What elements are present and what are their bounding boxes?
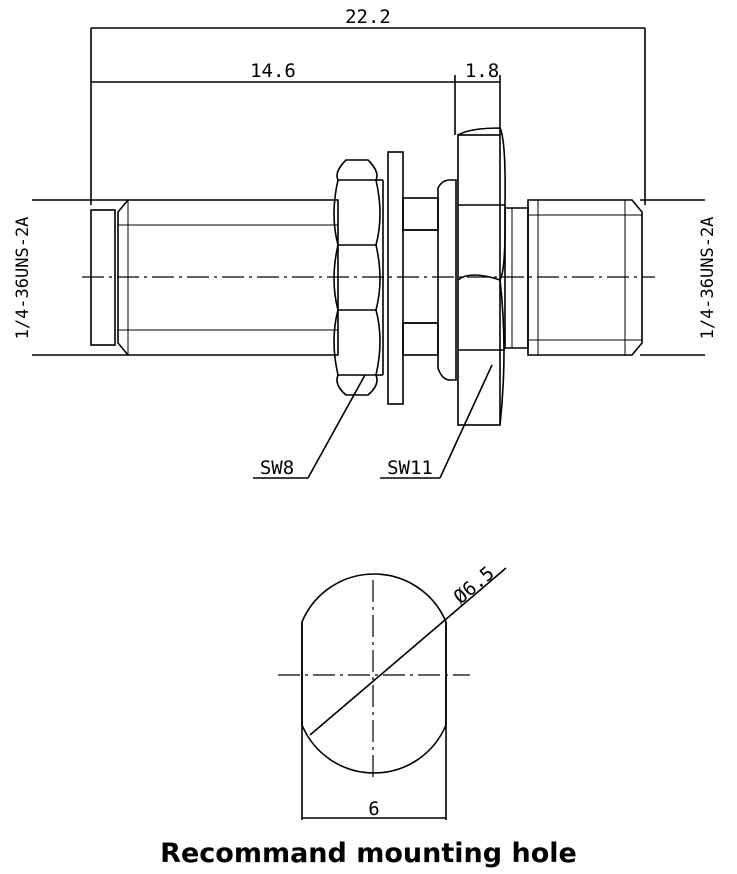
thread-callout-left: 1/4-36UNS-2A <box>13 217 33 340</box>
neck <box>504 207 529 349</box>
dim-overall-length: 22.2 <box>345 6 391 28</box>
hex-flange-sw11 <box>457 127 506 426</box>
middle-collar <box>402 179 457 381</box>
dim-flange-thickness: 1.8 <box>465 60 499 82</box>
washer <box>387 151 404 405</box>
label-nut-sw11: SW11 <box>387 457 433 479</box>
dim-hole-flat-width: 6 <box>368 798 379 820</box>
dim-body-length: 14.6 <box>250 60 296 82</box>
mounting-hole <box>278 567 507 820</box>
leader-lines <box>253 364 493 479</box>
dimension-lines <box>90 27 646 205</box>
dim-hole-diameter: Ø6.5 <box>450 562 499 608</box>
label-nut-sw8: SW8 <box>260 457 294 479</box>
caption-mounting-hole: Recommand mounting hole <box>160 838 577 869</box>
thread-callout-right: 1/4-36UNS-2A <box>698 217 718 340</box>
thread-extension-lines <box>32 199 705 356</box>
right-threaded-body <box>527 199 643 356</box>
